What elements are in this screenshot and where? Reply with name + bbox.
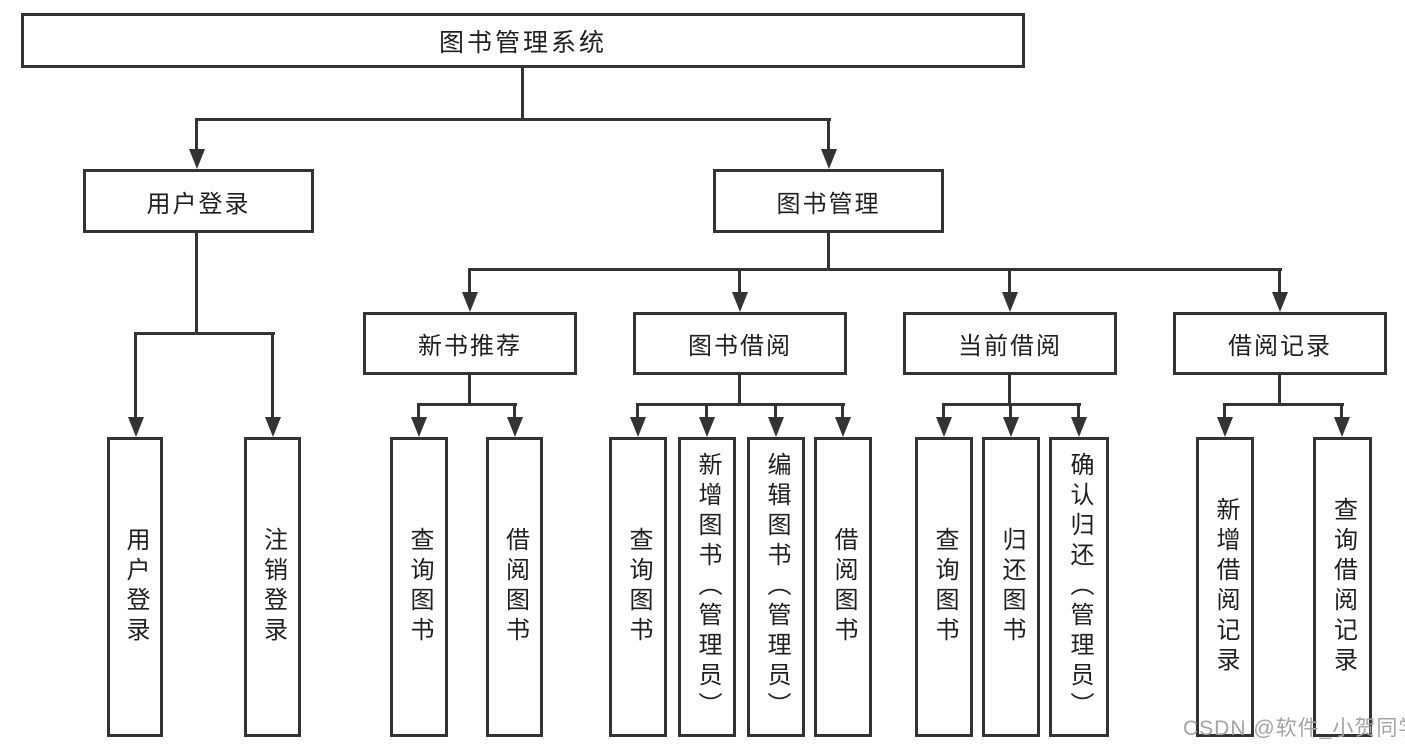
arrow-leaf-login: [128, 417, 144, 437]
arrow-current-borrow: [1002, 292, 1018, 312]
leaf-borrow-borrow: 借阅图书: [814, 437, 872, 737]
node-root: 图书管理系统: [21, 13, 1025, 68]
arrow-br-add: [1217, 417, 1233, 437]
leaf-current-query-label: 查询图书: [931, 527, 958, 647]
leaf-current-return-label: 归还图书: [998, 527, 1025, 647]
leaf-logout: 注销登录: [244, 437, 301, 737]
connector-stub-br-add: [1223, 403, 1226, 420]
arrow-cb-return: [1003, 417, 1019, 437]
connector-stub-user-login: [195, 118, 198, 152]
leaf-borrow-query-label: 查询图书: [625, 527, 652, 647]
leaf-current-return: 归还图书: [982, 437, 1040, 737]
connector-stub-current-borrow: [1008, 268, 1011, 296]
leaf-user-login-label: 用户登录: [122, 527, 149, 647]
connector-stub-leaf-logout: [271, 332, 274, 420]
node-current-borrow: 当前借阅: [903, 312, 1117, 375]
arrow-user-login: [189, 149, 205, 169]
arrow-bb-borrow: [835, 417, 851, 437]
connector-stub-book-mgmt: [827, 118, 830, 152]
arrow-new-book: [462, 292, 478, 312]
leaf-current-confirm-label: 确认归还（管理员）: [1066, 452, 1093, 722]
node-book-mgmt: 图书管理: [713, 169, 944, 233]
node-current-borrow-label: 当前借阅: [958, 333, 1062, 360]
connector-current-drop: [1008, 373, 1011, 406]
connector-rail-level3: [468, 268, 1282, 271]
connector-borrow-drop: [738, 373, 741, 406]
connector-stub-new-book: [468, 268, 471, 296]
connector-mgmt-drop: [827, 230, 830, 271]
connector-rail-record: [1223, 403, 1344, 406]
connector-root-drop: [521, 65, 524, 121]
leaf-newbook-query: 查询图书: [390, 437, 448, 737]
connector-rail-login: [134, 332, 275, 335]
node-book-borrow: 图书借阅: [633, 312, 847, 375]
arrow-leaf-logout: [265, 417, 281, 437]
leaf-borrow-add-label: 新增图书（管理员）: [694, 452, 721, 722]
connector-newbook-drop: [468, 373, 471, 406]
leaf-borrow-query: 查询图书: [609, 437, 667, 737]
leaf-record-query: 查询借阅记录: [1313, 437, 1372, 737]
connector-rail-borrow: [636, 403, 845, 406]
connector-record-drop: [1278, 373, 1281, 406]
node-book-mgmt-label: 图书管理: [776, 190, 881, 218]
arrow-bb-add: [699, 417, 715, 437]
leaf-current-confirm: 确认归还（管理员）: [1049, 437, 1109, 737]
connector-stub-br-query: [1340, 403, 1343, 420]
leaf-newbook-borrow-label: 借阅图书: [501, 527, 529, 647]
connector-stub-bb-edit: [774, 403, 777, 420]
connector-stub-bb-borrow: [841, 403, 844, 420]
leaf-record-add: 新增借阅记录: [1196, 437, 1254, 737]
arrow-nb-borrow: [507, 417, 523, 437]
arrow-nb-query: [411, 417, 427, 437]
connector-stub-nb-query: [417, 403, 420, 420]
node-user-login-branch: 用户登录: [83, 169, 314, 233]
connector-rail-newbook: [417, 403, 517, 406]
leaf-borrow-edit: 编辑图书（管理员）: [747, 437, 805, 737]
watermark: CSDN @软件_小贺同学: [1183, 717, 1405, 740]
leaf-borrow-edit-label: 编辑图书（管理员）: [763, 452, 790, 722]
leaf-current-query: 查询图书: [915, 437, 973, 737]
arrow-book-mgmt: [821, 149, 837, 169]
connector-stub-bb-add: [705, 403, 708, 420]
connector-stub-borrow-record: [1278, 268, 1281, 296]
node-borrow-record: 借阅记录: [1173, 312, 1387, 375]
arrow-bb-query: [630, 417, 646, 437]
leaf-newbook-borrow: 借阅图书: [486, 437, 543, 737]
connector-stub-leaf-login: [134, 332, 137, 420]
connector-stub-book-borrow: [738, 268, 741, 296]
leaf-logout-label: 注销登录: [259, 527, 287, 647]
leaf-record-add-label: 新增借阅记录: [1212, 497, 1239, 677]
arrow-bb-edit: [768, 417, 784, 437]
connector-login-drop: [195, 230, 198, 335]
arrow-book-borrow: [732, 292, 748, 312]
node-user-login-branch-label: 用户登录: [146, 190, 251, 218]
connector-stub-nb-borrow: [513, 403, 516, 420]
node-root-label: 图书管理系统: [438, 28, 607, 57]
leaf-borrow-borrow-label: 借阅图书: [830, 527, 857, 647]
arrow-borrow-record: [1272, 292, 1288, 312]
leaf-user-login: 用户登录: [107, 437, 163, 737]
leaf-newbook-query-label: 查询图书: [406, 527, 433, 647]
connector-stub-bb-query: [636, 403, 639, 420]
node-book-borrow-label: 图书借阅: [688, 333, 792, 360]
connector-stub-cb-query: [942, 403, 945, 420]
node-borrow-record-label: 借阅记录: [1228, 333, 1332, 360]
node-new-book: 新书推荐: [363, 312, 577, 375]
leaf-record-query-label: 查询借阅记录: [1329, 497, 1357, 677]
arrow-br-query: [1334, 417, 1350, 437]
node-new-book-label: 新书推荐: [418, 333, 522, 360]
connector-rail-level2: [195, 118, 831, 121]
arrow-cb-query: [936, 417, 952, 437]
connector-stub-cb-return: [1009, 403, 1012, 420]
arrow-cb-confirm: [1071, 417, 1087, 437]
leaf-borrow-add: 新增图书（管理员）: [678, 437, 736, 737]
connector-stub-cb-confirm: [1077, 403, 1080, 420]
